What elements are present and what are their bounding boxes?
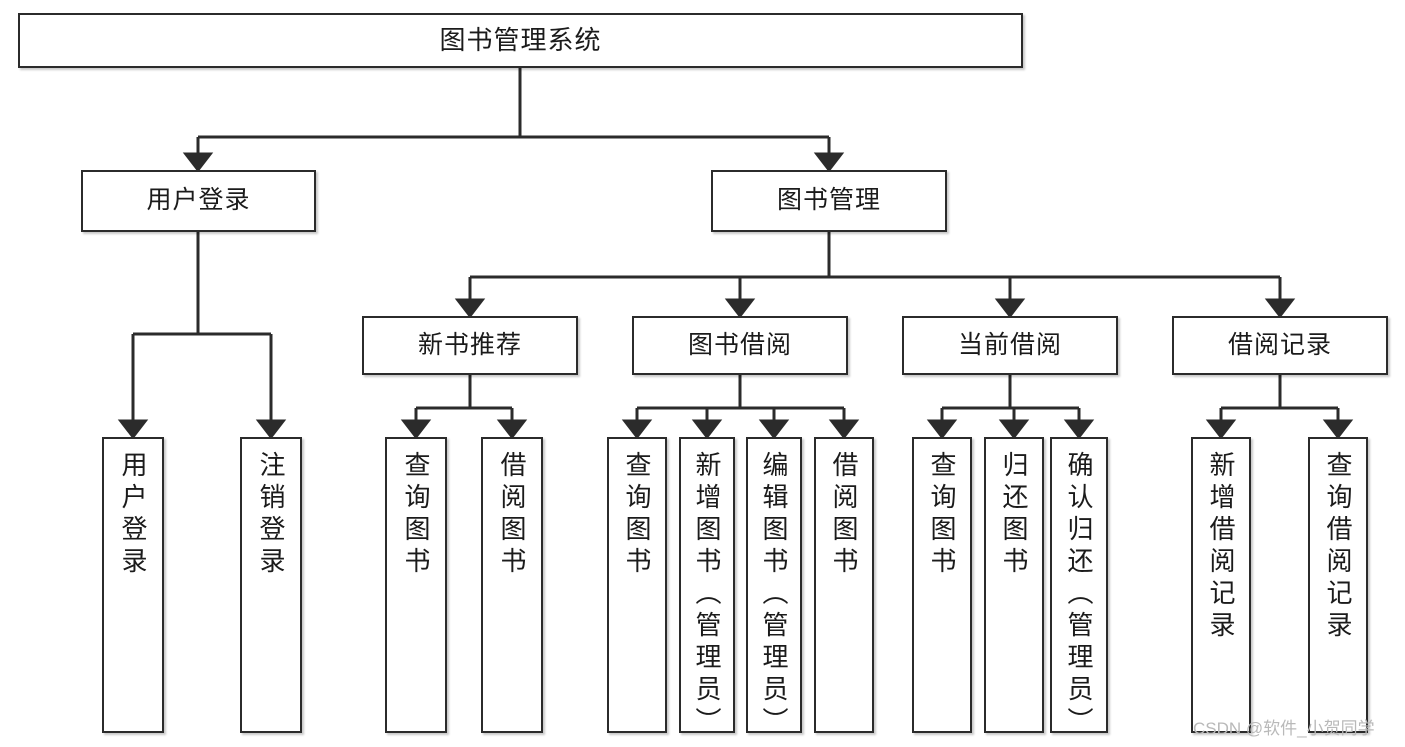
node-label: 确认归还（管理员）	[1064, 451, 1094, 739]
node-label: 新增借阅记录	[1206, 451, 1236, 643]
node-label: 查询图书	[401, 451, 431, 579]
leaf-logout[interactable]: 注销登录	[240, 437, 302, 733]
node-label: 当前借阅	[957, 330, 1062, 359]
node-label: 新增图书（管理员）	[692, 451, 722, 739]
node-label: 查询图书	[622, 451, 652, 579]
node-label: 注销登录	[256, 451, 286, 579]
watermark: CSDN @软件_小贺同学	[1193, 719, 1375, 738]
leaf-borrow-book[interactable]: 借阅图书	[814, 437, 874, 733]
node-label: 用户登录	[118, 451, 148, 579]
node-user-login[interactable]: 用户登录	[81, 170, 316, 232]
node-label: 编辑图书（管理员）	[759, 451, 789, 739]
leaf-query-borrow-record[interactable]: 查询借阅记录	[1308, 437, 1368, 733]
node-label: 借阅图书	[829, 451, 859, 579]
node-new-book-recommend[interactable]: 新书推荐	[362, 316, 578, 375]
node-book-management[interactable]: 图书管理	[711, 170, 947, 232]
node-label: 新书推荐	[417, 330, 522, 359]
node-label: 归还图书	[999, 451, 1029, 579]
leaf-confirm-return-admin[interactable]: 确认归还（管理员）	[1050, 437, 1108, 739]
leaf-borrow-book-new[interactable]: 借阅图书	[481, 437, 543, 733]
node-root-system[interactable]: 图书管理系统	[18, 13, 1023, 68]
leaf-query-book-new[interactable]: 查询图书	[385, 437, 447, 733]
leaf-edit-book-admin[interactable]: 编辑图书（管理员）	[746, 437, 802, 739]
leaf-query-book-borrow[interactable]: 查询图书	[607, 437, 667, 733]
node-label: 查询借阅记录	[1323, 451, 1353, 643]
leaf-add-book-admin[interactable]: 新增图书（管理员）	[679, 437, 735, 739]
node-borrow-record[interactable]: 借阅记录	[1172, 316, 1388, 375]
node-label: 图书管理系统	[439, 25, 602, 56]
leaf-user-login[interactable]: 用户登录	[102, 437, 164, 733]
node-label: 图书管理	[776, 186, 881, 215]
node-current-borrow[interactable]: 当前借阅	[902, 316, 1118, 375]
node-book-borrow[interactable]: 图书借阅	[632, 316, 848, 375]
node-label: 借阅图书	[497, 451, 527, 579]
node-label: 借阅记录	[1227, 330, 1332, 359]
leaf-return-book[interactable]: 归还图书	[984, 437, 1044, 733]
node-label: 图书借阅	[687, 330, 792, 359]
node-label: 查询图书	[927, 451, 957, 579]
leaf-query-book-current[interactable]: 查询图书	[912, 437, 972, 733]
leaf-add-borrow-record[interactable]: 新增借阅记录	[1191, 437, 1251, 733]
node-label: 用户登录	[146, 186, 251, 215]
